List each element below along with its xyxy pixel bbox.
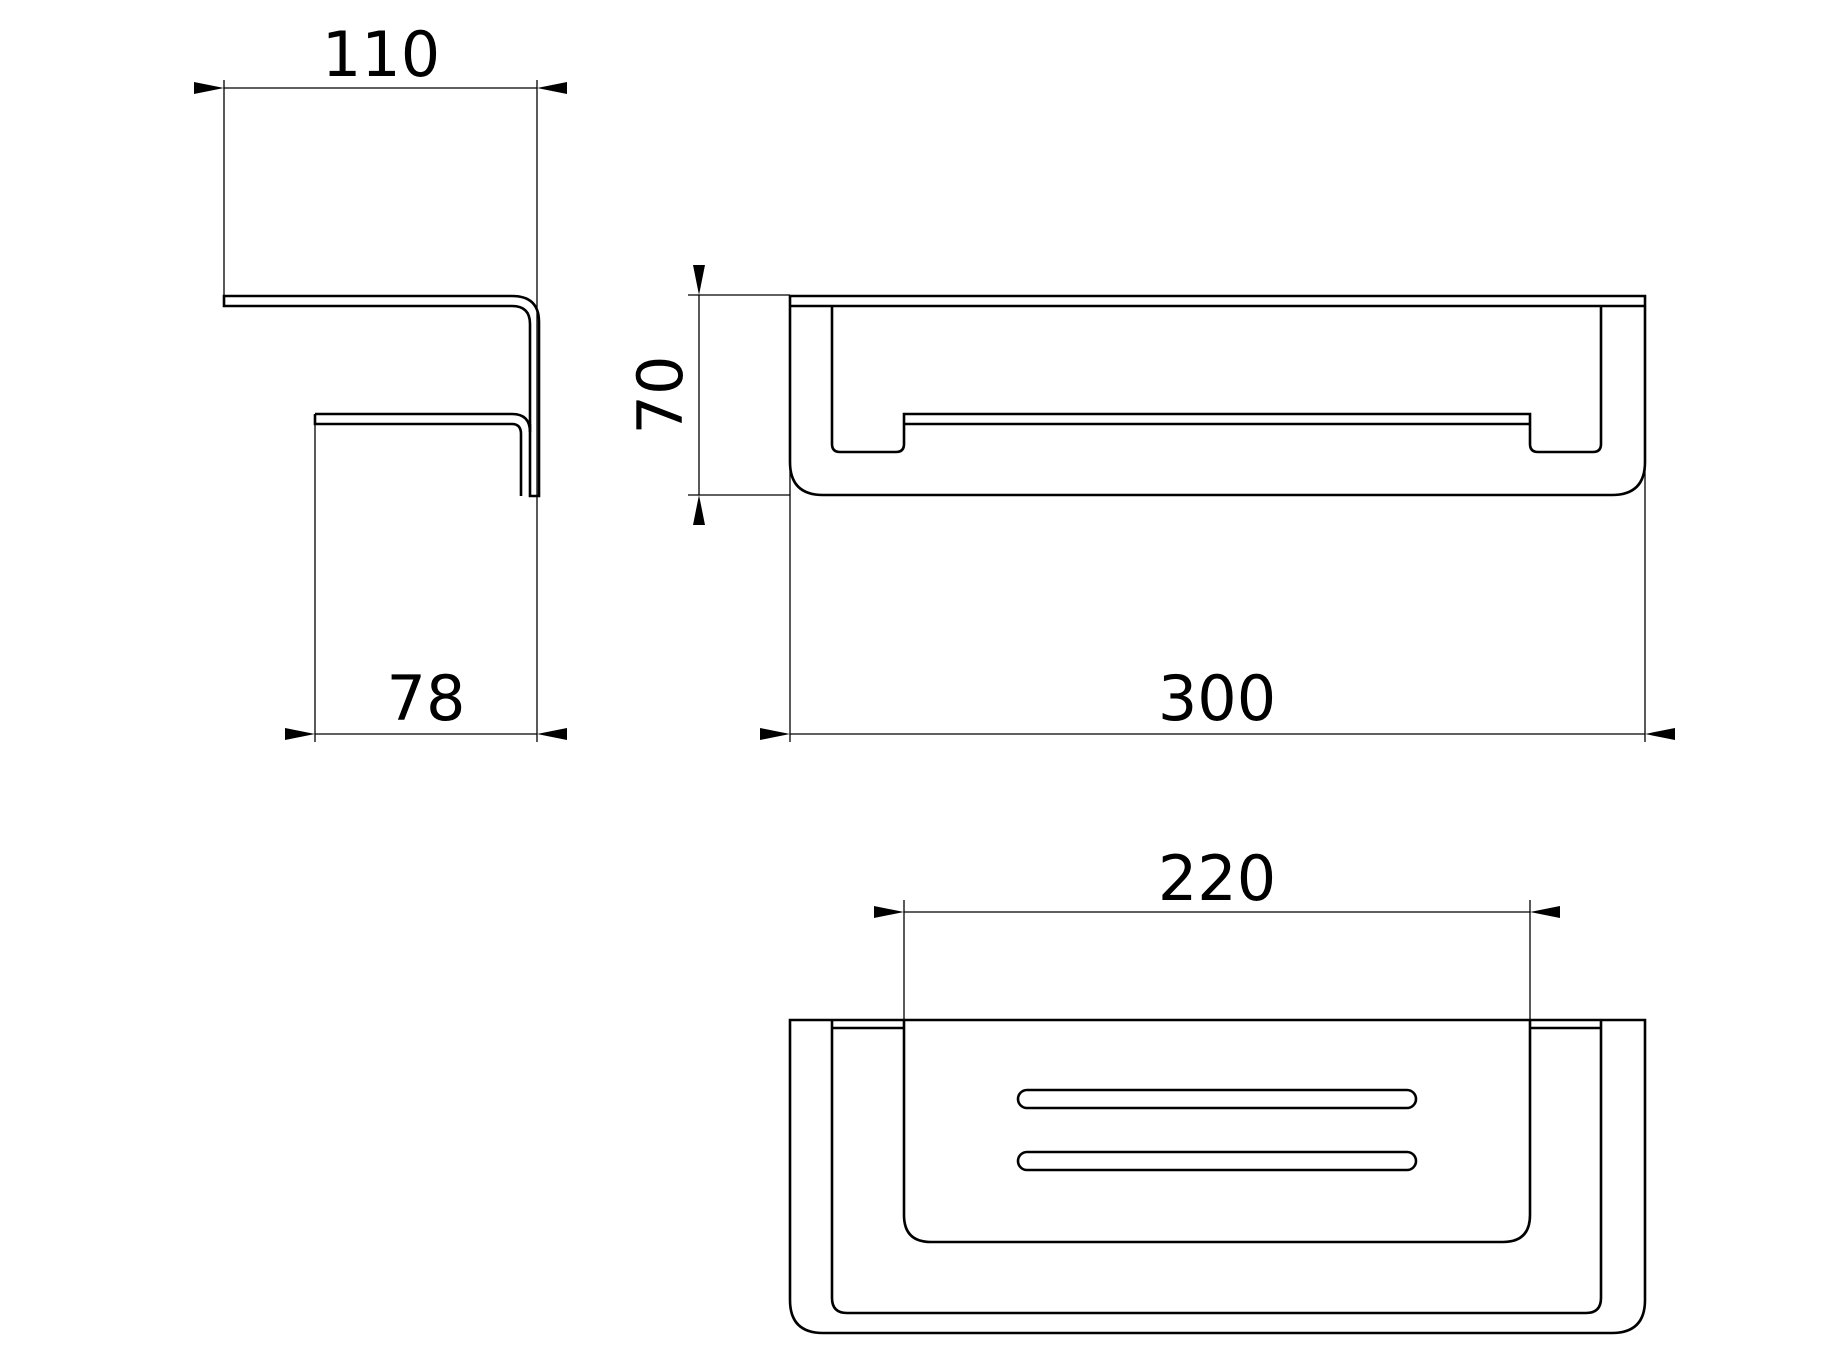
side-profile-upper <box>222 294 541 498</box>
front-outer-body <box>788 294 1647 497</box>
top-tray <box>902 1020 1532 1244</box>
dimension-label-300: 300 <box>1158 662 1276 735</box>
top-middle-frame <box>830 1020 1603 1315</box>
front-inner-cavity <box>830 306 1603 454</box>
top-view: 220 <box>788 842 1647 1335</box>
drain-slot <box>1016 1150 1418 1172</box>
side-view: 110 78 <box>194 18 567 742</box>
drain-slot <box>1016 1088 1418 1110</box>
dimension-label-110: 110 <box>322 18 440 91</box>
top-outer-frame <box>788 1018 1647 1335</box>
dimension-label-78: 78 <box>387 662 466 735</box>
dimension-label-220: 220 <box>1158 842 1276 915</box>
dimension-label-70: 70 <box>624 356 697 435</box>
side-profile-lower <box>313 412 532 496</box>
front-view: 70 300 <box>624 265 1675 742</box>
